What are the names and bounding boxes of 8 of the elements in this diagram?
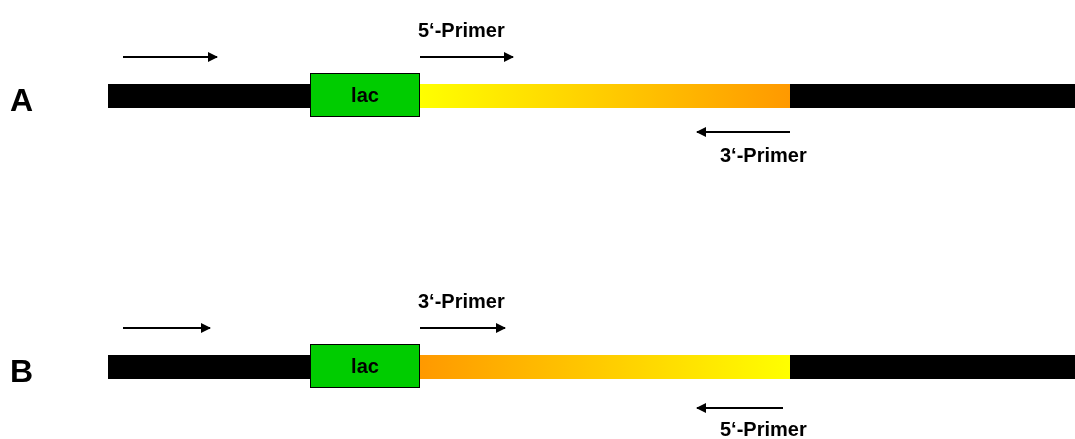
panel-letter: B bbox=[10, 355, 34, 387]
primer-label: 5‘-Primer bbox=[418, 20, 505, 40]
primer-label: 3‘-Primer bbox=[418, 291, 505, 311]
gene-box: lac bbox=[310, 73, 420, 117]
gene-box: lac bbox=[310, 344, 420, 388]
primer-label: 5‘-Primer bbox=[720, 419, 807, 439]
panel-letter: A bbox=[10, 84, 34, 116]
primer-label: 3‘-Primer bbox=[720, 145, 807, 165]
